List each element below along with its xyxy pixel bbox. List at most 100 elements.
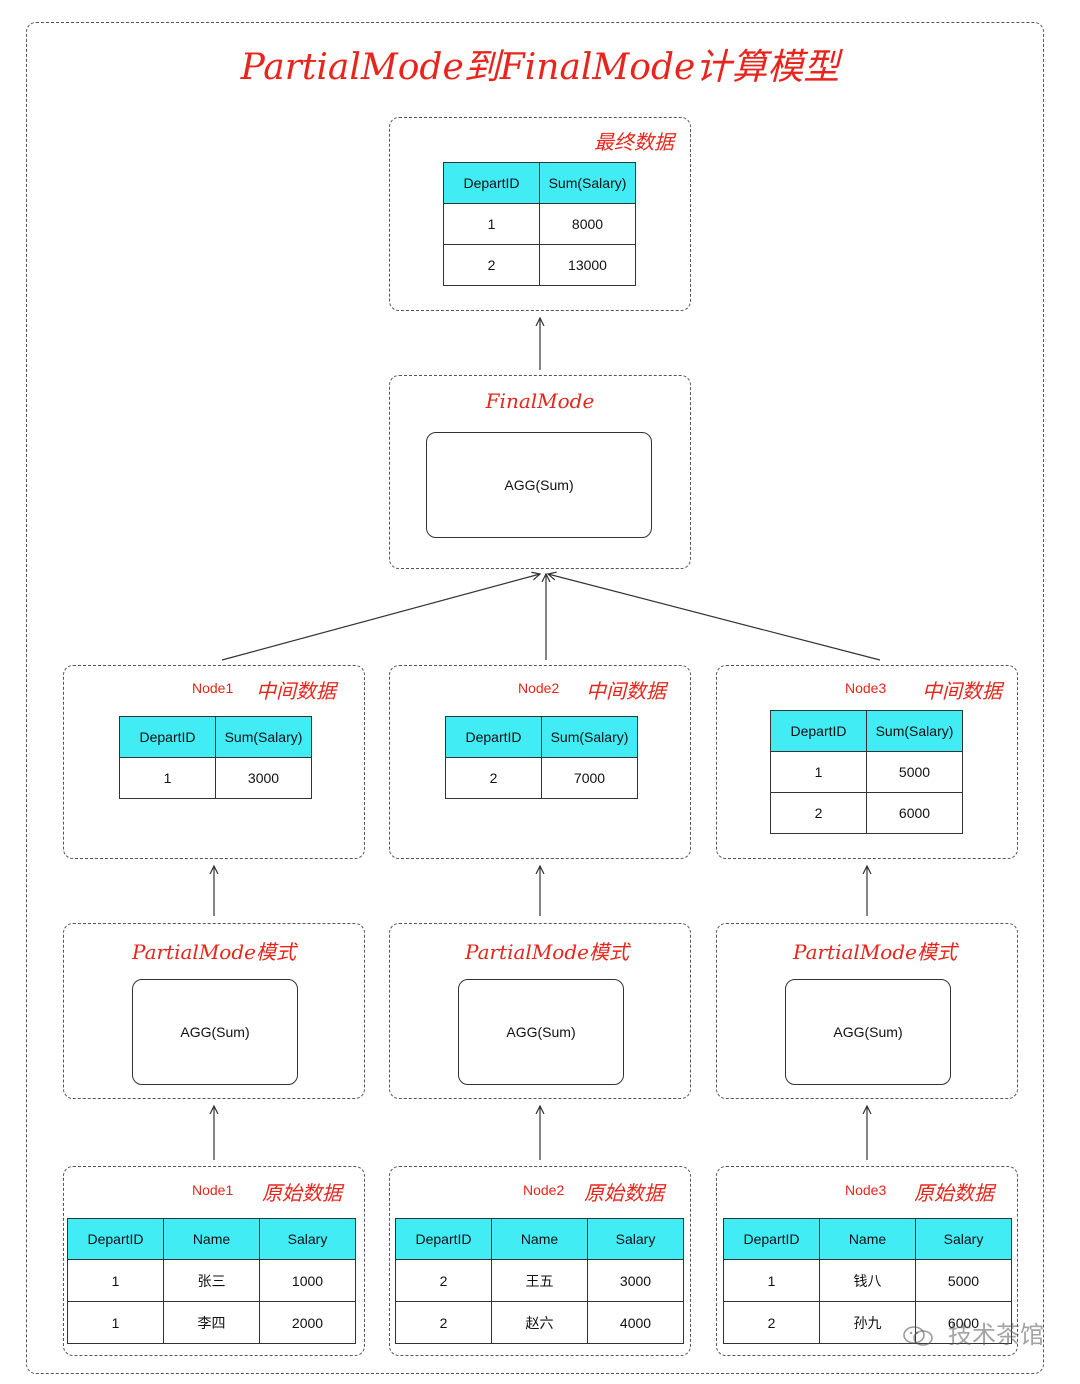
partial-label-3: PartialMode模式 — [793, 940, 957, 964]
table-header-row: DepartID Sum(Salary) — [770, 710, 963, 752]
table-row: 2 6000 — [770, 792, 963, 834]
intermediate-table-2: DepartID Sum(Salary) 2 7000 — [445, 716, 638, 799]
raw-box-1 — [63, 1166, 365, 1356]
raw-table-2: DepartID Name Salary 2 王五 3000 2 赵六 4000 — [395, 1218, 684, 1344]
raw-label-2: 原始数据 — [584, 1181, 664, 1205]
table-header-cell: Salary — [915, 1218, 1012, 1260]
raw-box-2 — [389, 1166, 691, 1356]
intermediate-node-label-3: Node3 — [845, 680, 887, 696]
raw-table-3: DepartID Name Salary 1 钱八 5000 2 孙九 6000 — [723, 1218, 1012, 1344]
table-cell: 2 — [723, 1301, 820, 1344]
table-header-row: DepartID Sum(Salary) — [445, 716, 638, 758]
table-header-row: DepartID Name Salary — [395, 1218, 684, 1260]
table-cell: 6000 — [915, 1301, 1012, 1344]
table-row: 2 7000 — [445, 757, 638, 799]
final-data-box — [389, 117, 691, 311]
table-cell: 2 — [445, 757, 542, 799]
table-row: 2 赵六 4000 — [395, 1301, 684, 1344]
table-cell: 13000 — [539, 244, 636, 286]
table-header-row: DepartID Sum(Salary) — [119, 716, 312, 758]
final-mode-box — [389, 375, 691, 569]
table-row: 1 张三 1000 — [67, 1259, 356, 1302]
partial-label-2: PartialMode模式 — [465, 940, 629, 964]
table-cell: 2 — [395, 1301, 492, 1344]
partial-box-3 — [716, 923, 1018, 1099]
table-cell: 1 — [67, 1259, 164, 1302]
watermark: 技术茶馆 — [902, 1315, 1044, 1350]
table-cell: 张三 — [163, 1259, 260, 1302]
table-cell: 3000 — [587, 1259, 684, 1302]
table-cell: 1 — [770, 751, 867, 793]
table-cell: 5000 — [915, 1259, 1012, 1302]
table-cell: 1000 — [259, 1259, 356, 1302]
table-header-cell: DepartID — [67, 1218, 164, 1260]
table-cell: 2 — [770, 792, 867, 834]
intermediate-table-1: DepartID Sum(Salary) 1 3000 — [119, 716, 312, 799]
table-cell: 6000 — [866, 792, 963, 834]
table-row: 2 13000 — [443, 244, 636, 286]
intermediate-label-1: 中间数据 — [256, 679, 336, 703]
intermediate-node-label-2: Node2 — [518, 680, 560, 696]
table-header-cell: Sum(Salary) — [539, 162, 636, 204]
table-cell: 3000 — [215, 757, 312, 799]
table-header-cell: Salary — [259, 1218, 356, 1260]
table-cell: 1 — [67, 1301, 164, 1344]
partial-box-2 — [389, 923, 691, 1099]
intermediate-box-3 — [716, 665, 1018, 859]
intermediate-label-3: 中间数据 — [922, 679, 1002, 703]
table-cell: 王五 — [491, 1259, 588, 1302]
table-cell: 5000 — [866, 751, 963, 793]
arrow-node1-to-finalmode — [221, 574, 540, 661]
table-header-row: DepartID Name Salary — [723, 1218, 1012, 1260]
table-header-cell: Name — [819, 1218, 916, 1260]
table-cell: 孙九 — [819, 1301, 916, 1344]
table-cell: 1 — [723, 1259, 820, 1302]
raw-node-label-1: Node1 — [192, 1182, 234, 1198]
table-row: 2 王五 3000 — [395, 1259, 684, 1302]
final-data-table: DepartID Sum(Salary) 1 8000 2 13000 — [443, 162, 636, 286]
table-header-cell: Name — [491, 1218, 588, 1260]
raw-label-3: 原始数据 — [914, 1181, 994, 1205]
partial-box-1 — [63, 923, 365, 1099]
table-header-cell: DepartID — [395, 1218, 492, 1260]
table-cell: 1 — [119, 757, 216, 799]
table-cell: 2 — [395, 1259, 492, 1302]
partial-agg-node-1: AGG(Sum) — [132, 979, 298, 1085]
table-row: 1 5000 — [770, 751, 963, 793]
table-header-cell: DepartID — [119, 716, 216, 758]
final-agg-node: AGG(Sum) — [426, 432, 652, 538]
table-row: 1 李四 2000 — [67, 1301, 356, 1344]
intermediate-node-label-1: Node1 — [192, 680, 234, 696]
partial-label-1: PartialMode模式 — [132, 940, 296, 964]
table-cell: 赵六 — [491, 1301, 588, 1344]
table-cell: 2000 — [259, 1301, 356, 1344]
watermark-text: 技术茶馆 — [948, 1321, 1044, 1349]
table-cell: 7000 — [541, 757, 638, 799]
table-header-cell: DepartID — [443, 162, 540, 204]
table-header-cell: Sum(Salary) — [866, 710, 963, 752]
raw-node-label-2: Node2 — [523, 1182, 565, 1198]
partial-agg-node-3: AGG(Sum) — [785, 979, 951, 1085]
raw-label-1: 原始数据 — [262, 1181, 342, 1205]
partial-agg-node-2: AGG(Sum) — [458, 979, 624, 1085]
intermediate-box-1 — [63, 665, 365, 859]
wechat-icon — [903, 1326, 934, 1346]
table-cell: 钱八 — [819, 1259, 916, 1302]
table-cell: 1 — [443, 203, 540, 245]
table-header-cell: DepartID — [445, 716, 542, 758]
table-header-cell: Sum(Salary) — [541, 716, 638, 758]
table-header-cell: Name — [163, 1218, 260, 1260]
intermediate-label-2: 中间数据 — [586, 679, 666, 703]
table-cell: 4000 — [587, 1301, 684, 1344]
final-data-label: 最终数据 — [594, 130, 674, 154]
table-header-cell: DepartID — [770, 710, 867, 752]
diagram-title: PartialMode到FinalMode计算模型 — [240, 47, 840, 88]
table-header-cell: Salary — [587, 1218, 684, 1260]
table-row: 1 钱八 5000 — [723, 1259, 1012, 1302]
table-header-cell: DepartID — [723, 1218, 820, 1260]
table-row: 1 8000 — [443, 203, 636, 245]
table-header-row: DepartID Sum(Salary) — [443, 162, 636, 204]
table-row: 2 孙九 6000 — [723, 1301, 1012, 1344]
raw-box-3 — [716, 1166, 1018, 1356]
